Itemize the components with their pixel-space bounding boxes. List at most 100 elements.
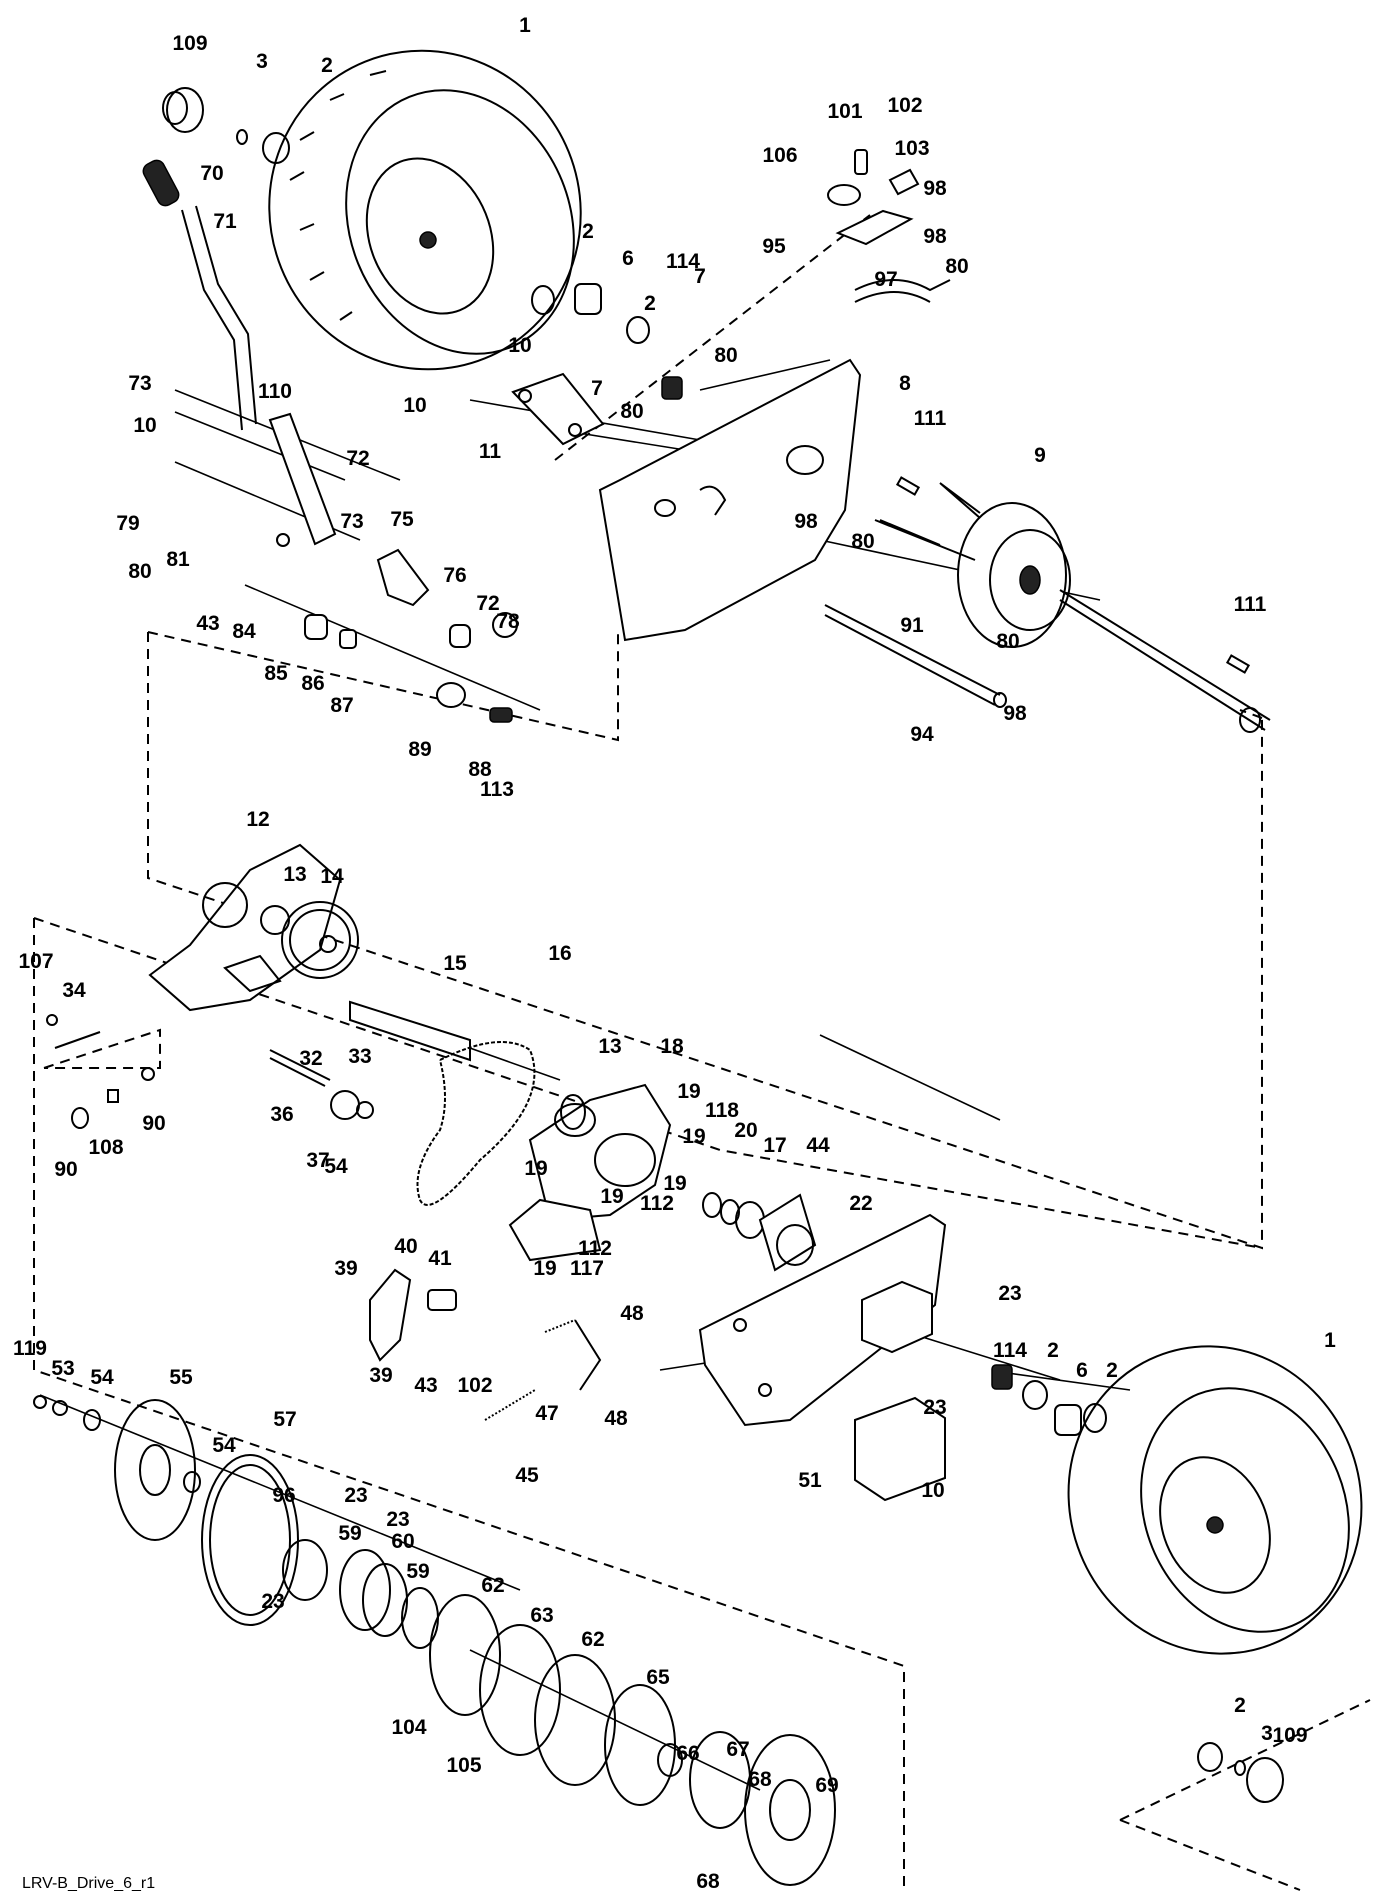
clutch-stack bbox=[114, 1399, 836, 1886]
callout-90a: 90 bbox=[142, 1112, 165, 1135]
callout-80b: 80 bbox=[620, 400, 643, 423]
callout-119: 119 bbox=[13, 1337, 47, 1360]
callout-98c: 98 bbox=[794, 510, 818, 533]
callout-51: 51 bbox=[798, 1469, 822, 1492]
callout-107: 107 bbox=[18, 950, 53, 973]
callout-62a: 62 bbox=[481, 1574, 504, 1597]
callout-73b: 73 bbox=[340, 510, 363, 533]
callout-2a: 2 bbox=[321, 54, 333, 77]
main-plate bbox=[598, 358, 862, 642]
callout-10c: 10 bbox=[133, 414, 156, 437]
callout-94: 94 bbox=[910, 723, 934, 746]
callout-53: 53 bbox=[51, 1357, 74, 1380]
callout-11: 11 bbox=[479, 440, 502, 463]
callout-85: 85 bbox=[264, 662, 288, 685]
callout-112a: 112 bbox=[640, 1192, 674, 1215]
callout-48b: 48 bbox=[604, 1407, 628, 1430]
callout-117: 117 bbox=[570, 1257, 604, 1280]
callout-1: 1 bbox=[519, 14, 531, 37]
callout-12: 12 bbox=[246, 808, 269, 831]
callout-63: 63 bbox=[530, 1604, 553, 1627]
callout-68a: 68 bbox=[748, 1768, 772, 1791]
callout-66: 66 bbox=[676, 1742, 699, 1765]
callout-32: 32 bbox=[299, 1047, 322, 1070]
callout-60: 60 bbox=[391, 1530, 414, 1553]
callout-43a: 43 bbox=[196, 612, 219, 635]
callout-8: 8 bbox=[899, 372, 911, 395]
callout-45: 45 bbox=[515, 1464, 539, 1487]
callout-75: 75 bbox=[390, 508, 414, 531]
callout-95: 95 bbox=[762, 235, 786, 258]
callout-113: 113 bbox=[480, 778, 514, 801]
callout-111a: 111 bbox=[914, 407, 947, 430]
callout-19f: 19 bbox=[533, 1257, 556, 1280]
callout-48a: 48 bbox=[620, 1302, 644, 1325]
callout-76: 76 bbox=[443, 564, 466, 587]
callout-114a: 114 bbox=[666, 250, 700, 273]
callout-19a: 19 bbox=[677, 1080, 700, 1103]
callout-118: 118 bbox=[705, 1099, 739, 1122]
callout-14: 14 bbox=[320, 865, 344, 888]
callout-23a: 23 bbox=[998, 1282, 1021, 1305]
callout-3b: 3 bbox=[1261, 1722, 1273, 1745]
callout-54a: 54 bbox=[324, 1155, 348, 1178]
callout-97: 97 bbox=[874, 268, 897, 291]
callout-98d: 98 bbox=[1003, 702, 1027, 725]
callout-44: 44 bbox=[806, 1134, 830, 1157]
callout-23d: 23 bbox=[386, 1508, 409, 1531]
callout-84: 84 bbox=[232, 620, 256, 643]
callout-89: 89 bbox=[408, 738, 431, 761]
callout-34: 34 bbox=[62, 979, 86, 1002]
callout-111b: 111 bbox=[1234, 593, 1267, 616]
callout-20: 20 bbox=[734, 1119, 757, 1142]
callout-59a: 59 bbox=[338, 1522, 361, 1545]
callout-10a: 10 bbox=[508, 334, 531, 357]
callout-80e: 80 bbox=[851, 530, 874, 553]
callout-39a: 39 bbox=[334, 1257, 357, 1280]
callout-62b: 62 bbox=[581, 1628, 604, 1651]
callout-13a: 13 bbox=[283, 863, 306, 886]
rear-wheel-lower bbox=[1067, 1345, 1363, 1655]
callout-98b: 98 bbox=[923, 225, 947, 248]
callout-2e: 2 bbox=[1106, 1359, 1118, 1382]
callout-59b: 59 bbox=[406, 1560, 429, 1583]
rear-wheel-upper bbox=[268, 49, 582, 371]
callout-23e: 23 bbox=[261, 1590, 284, 1613]
shift-lever bbox=[142, 159, 257, 431]
callout-105: 105 bbox=[446, 1754, 481, 1777]
parts bbox=[33, 49, 1363, 1886]
callout-104: 104 bbox=[391, 1716, 426, 1739]
gear-housing-left bbox=[148, 843, 342, 1012]
callout-6b: 6 bbox=[1076, 1359, 1088, 1382]
callout-80a: 80 bbox=[714, 344, 737, 367]
callout-81: 81 bbox=[166, 548, 190, 571]
callout-40: 40 bbox=[394, 1235, 417, 1258]
callout-47: 47 bbox=[535, 1402, 558, 1425]
callout-13b: 13 bbox=[598, 1035, 621, 1058]
callout-88: 88 bbox=[468, 758, 492, 781]
callout-106: 106 bbox=[762, 144, 797, 167]
callout-37: 37 bbox=[306, 1149, 329, 1172]
callout-65: 65 bbox=[646, 1666, 670, 1689]
callout-7a: 7 bbox=[694, 265, 706, 288]
callout-98a: 98 bbox=[923, 177, 947, 200]
transaxle bbox=[874, 482, 1271, 733]
callout-72a: 72 bbox=[346, 447, 369, 470]
callout-2d: 2 bbox=[1047, 1339, 1059, 1362]
callout-19b: 19 bbox=[682, 1125, 705, 1148]
callout-80f: 80 bbox=[996, 630, 1019, 653]
callout-10b: 10 bbox=[403, 394, 426, 417]
callout-39b: 39 bbox=[369, 1364, 392, 1387]
diagram-id-label: LRV-B_Drive_6_r1 bbox=[22, 1875, 155, 1892]
callout-23b: 23 bbox=[923, 1396, 946, 1419]
callout-54c: 54 bbox=[212, 1434, 236, 1457]
callout-110: 110 bbox=[258, 380, 292, 403]
callout-69: 69 bbox=[815, 1774, 838, 1797]
callout-19e: 19 bbox=[600, 1185, 623, 1208]
gear-housing-right bbox=[508, 1083, 672, 1262]
callout-67: 67 bbox=[726, 1738, 749, 1761]
callout-96: 96 bbox=[272, 1484, 295, 1507]
callout-109a: 109 bbox=[172, 32, 207, 55]
callout-103: 103 bbox=[894, 137, 929, 160]
